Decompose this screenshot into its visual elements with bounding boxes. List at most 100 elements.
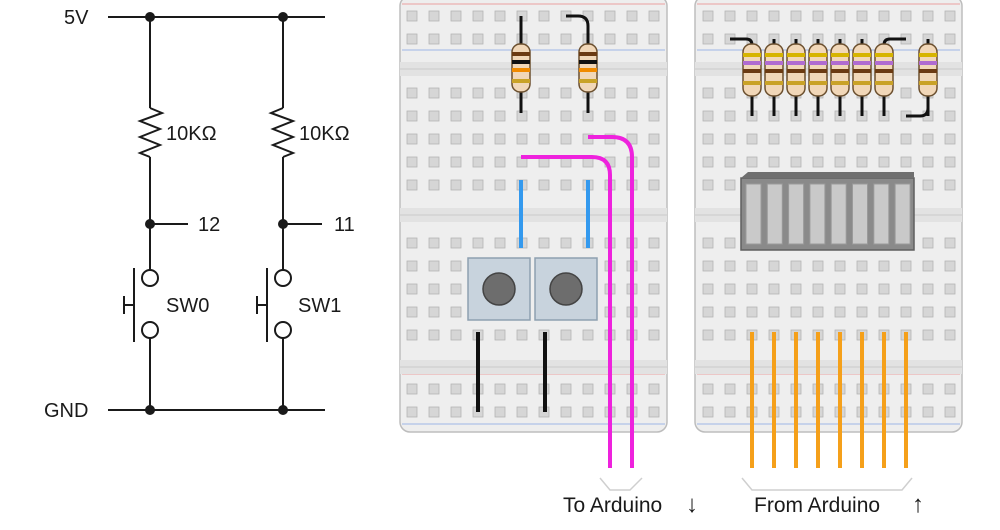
breadboard-hole bbox=[746, 156, 758, 168]
breadboard-hole bbox=[648, 33, 660, 45]
breadboard-hole bbox=[724, 306, 736, 318]
resistor-band bbox=[831, 69, 849, 73]
breadboard-hole bbox=[790, 133, 802, 145]
breadboard-hole bbox=[428, 383, 440, 395]
breadboard-hole bbox=[768, 133, 780, 145]
breadboard-hole bbox=[702, 237, 714, 249]
breadboard-hole bbox=[626, 33, 638, 45]
breadboard-hole bbox=[648, 283, 660, 295]
led-segment bbox=[873, 183, 890, 245]
breadboard-hole bbox=[834, 133, 846, 145]
from-arduino-caption: From Arduino bbox=[754, 494, 880, 517]
resistor-band bbox=[831, 61, 849, 65]
resistor-band bbox=[787, 61, 805, 65]
breadboard-hole bbox=[944, 383, 956, 395]
led-resistor-leads bbox=[730, 37, 930, 118]
breadboard-hole bbox=[406, 406, 418, 418]
led-segment bbox=[766, 183, 783, 245]
magenta-wire-pin12 bbox=[521, 155, 612, 468]
breadboard-hole bbox=[406, 33, 418, 45]
captions: To Arduino ↓ From Arduino ↑ bbox=[563, 477, 924, 518]
breadboard-hole bbox=[944, 179, 956, 191]
breadboard-hole bbox=[450, 156, 462, 168]
breadboard-hole bbox=[406, 156, 418, 168]
resistor-band bbox=[765, 81, 783, 85]
breadboard-left bbox=[399, 0, 668, 433]
breadboard-hole bbox=[406, 383, 418, 395]
breadboard-hole bbox=[944, 283, 956, 295]
resistor-band bbox=[919, 53, 937, 57]
breadboard-hole bbox=[724, 283, 736, 295]
breadboard-hole bbox=[702, 306, 714, 318]
breadboard-hole bbox=[878, 156, 890, 168]
breadboard-hole bbox=[790, 283, 802, 295]
breadboard-hole bbox=[494, 406, 506, 418]
breadboard-hole bbox=[406, 10, 418, 22]
led-resistor bbox=[852, 43, 872, 97]
breadboard-hole bbox=[856, 133, 868, 145]
breadboard-hole bbox=[648, 87, 660, 99]
breadboard-hole bbox=[944, 156, 956, 168]
breadboard-hole bbox=[516, 406, 528, 418]
breadboard-hole bbox=[724, 329, 736, 341]
breadboard-hole bbox=[648, 179, 660, 191]
breadboard-hole bbox=[648, 406, 660, 418]
breadboard-hole bbox=[604, 33, 616, 45]
breadboard-hole bbox=[702, 10, 714, 22]
breadboard-hole bbox=[538, 33, 550, 45]
breadboard-hole bbox=[900, 156, 912, 168]
resistor-band bbox=[787, 69, 805, 73]
breadboard-hole bbox=[428, 156, 440, 168]
breadboard-hole bbox=[494, 156, 506, 168]
breadboard-hole bbox=[702, 87, 714, 99]
breadboard-hole bbox=[494, 329, 506, 341]
breadboard-hole bbox=[538, 110, 550, 122]
breadboard-hole bbox=[834, 283, 846, 295]
breadboard-hole bbox=[450, 406, 462, 418]
breadboard-hole bbox=[538, 179, 550, 191]
breadboard-hole bbox=[878, 260, 890, 272]
junction-dot bbox=[145, 219, 155, 229]
breadboard-hole bbox=[834, 306, 846, 318]
junction-dot bbox=[278, 219, 288, 229]
breadboard-hole bbox=[648, 329, 660, 341]
resistor-lead bbox=[906, 92, 930, 118]
breadboard-hole bbox=[746, 283, 758, 295]
breadboard-hole bbox=[724, 260, 736, 272]
breadboard-hole bbox=[472, 10, 484, 22]
breadboard-hole bbox=[560, 110, 572, 122]
schematic-labels: 5V GND 10KΩ 10KΩ 12 11 SW0 SW1 bbox=[44, 7, 355, 422]
breadboard-hole bbox=[494, 33, 506, 45]
breadboard-hole bbox=[494, 10, 506, 22]
breadboard-hole bbox=[922, 406, 934, 418]
schematic-junctions bbox=[145, 12, 288, 415]
switch-left-bottom-terminal bbox=[141, 321, 159, 339]
breadboard-hole bbox=[428, 306, 440, 318]
breadboard-hole bbox=[878, 133, 890, 145]
led-segment bbox=[745, 183, 762, 245]
breadboard-hole bbox=[702, 110, 714, 122]
breadboard-hole bbox=[626, 110, 638, 122]
breadboard-hole bbox=[560, 133, 572, 145]
breadboard-hole bbox=[944, 133, 956, 145]
resistor-band bbox=[765, 61, 783, 65]
up-arrow-icon: ↑ bbox=[912, 491, 924, 518]
switch-right-top-terminal bbox=[274, 269, 292, 287]
breadboard-hole bbox=[450, 179, 462, 191]
led-bar-graph bbox=[740, 172, 915, 251]
breadboard-hole bbox=[812, 260, 824, 272]
right-board-components bbox=[730, 37, 938, 468]
resistor-right-symbol bbox=[268, 107, 296, 158]
breadboard-hole bbox=[582, 406, 594, 418]
breadboard-hole bbox=[922, 133, 934, 145]
breadboard-hole bbox=[922, 283, 934, 295]
breadboard-hole bbox=[702, 260, 714, 272]
breadboard-hole bbox=[702, 383, 714, 395]
breadboard-hole bbox=[538, 87, 550, 99]
resistor-lead bbox=[566, 14, 590, 50]
breadboard-hole bbox=[922, 10, 934, 22]
breadboard-hole bbox=[724, 10, 736, 22]
pullup-resistor-left bbox=[511, 43, 531, 93]
